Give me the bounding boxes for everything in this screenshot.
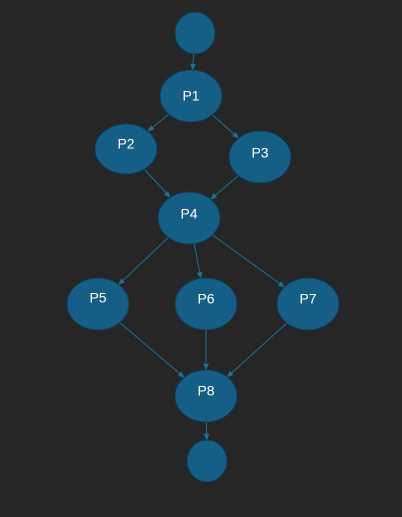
node-label-p5: P5 — [89, 290, 106, 306]
edge-p3-p4 — [210, 175, 239, 200]
node-p5[interactable]: P5 — [66, 277, 130, 331]
edge-p4-p6 — [193, 243, 203, 280]
node-label-p6: P6 — [197, 291, 214, 307]
edge-p2-p4 — [144, 168, 171, 198]
node-p1[interactable]: P1 — [159, 69, 223, 123]
start-node[interactable] — [174, 11, 216, 55]
edge-p1-p3 — [212, 114, 240, 139]
edges-layer — [118, 53, 288, 441]
edge-p7-p8 — [226, 322, 288, 378]
node-label-p7: P7 — [299, 291, 316, 307]
end-node[interactable] — [186, 439, 228, 483]
node-p8[interactable]: P8 — [174, 369, 238, 423]
node-label-p2: P2 — [117, 136, 134, 152]
node-label-p8: P8 — [197, 383, 214, 399]
edge-p5-p8 — [119, 322, 185, 378]
node-p3[interactable]: P3 — [228, 130, 292, 184]
nodes-layer: P1 P2 P3 P4 P5 P6 P7 P8 — [66, 11, 340, 483]
edge-p1-p2 — [147, 113, 170, 132]
node-p4[interactable]: P4 — [157, 191, 221, 245]
node-label-p3: P3 — [251, 145, 268, 161]
edge-start-p1 — [190, 53, 196, 71]
node-p7[interactable]: P7 — [276, 277, 340, 331]
node-label-p4: P4 — [180, 206, 197, 222]
node-p6[interactable]: P6 — [174, 277, 238, 331]
node-p2[interactable]: P2 — [94, 123, 158, 175]
node-label-p1: P1 — [182, 88, 199, 104]
edge-p4-p5 — [118, 237, 169, 286]
edge-p4-p7 — [212, 234, 286, 288]
